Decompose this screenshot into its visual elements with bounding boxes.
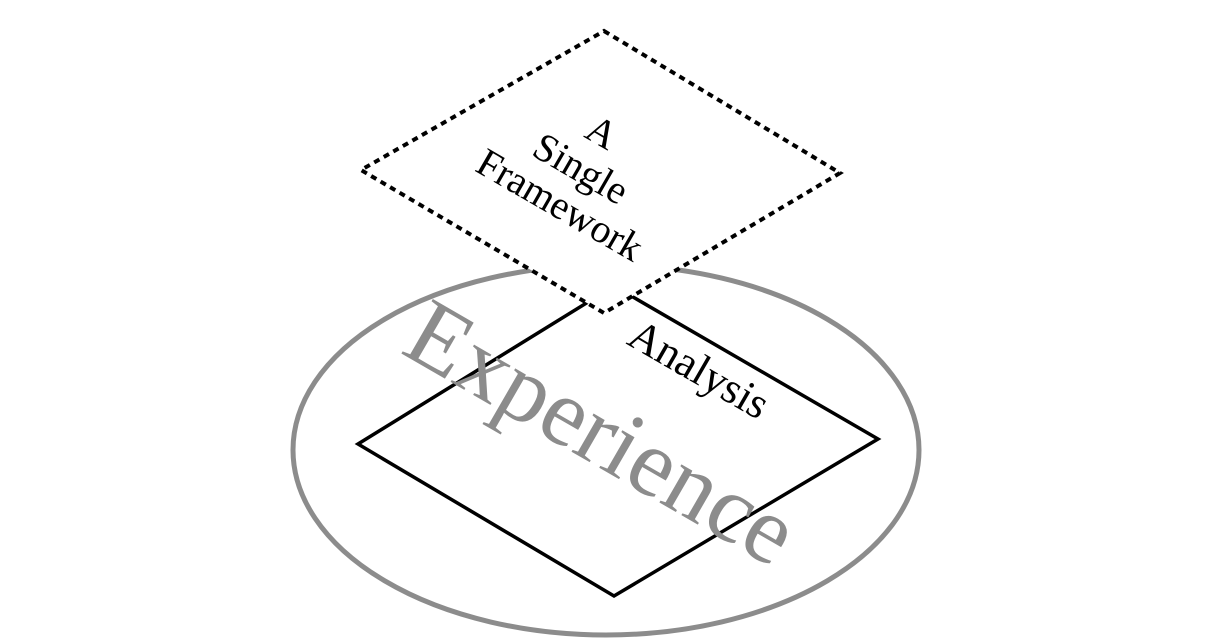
framework-diamond <box>357 28 844 316</box>
analysis-diamond <box>354 283 882 599</box>
experience-label: Experience <box>389 278 816 587</box>
